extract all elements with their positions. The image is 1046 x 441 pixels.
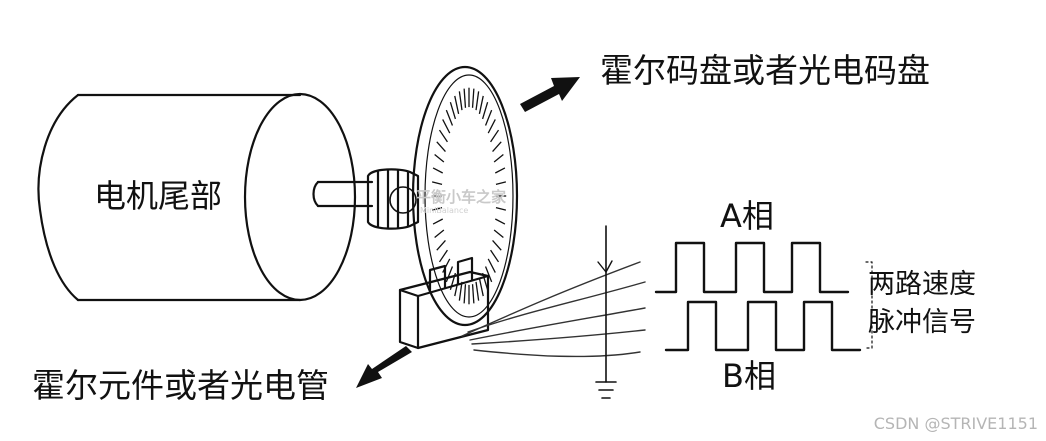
waveform-b xyxy=(664,300,862,352)
disk-slit xyxy=(445,109,454,126)
disk-slit xyxy=(484,266,493,283)
disk-slit xyxy=(434,229,445,238)
disk-slit xyxy=(471,284,475,304)
signal-bracket xyxy=(865,261,873,349)
disk-slit xyxy=(492,141,502,152)
arrow-to-sensor xyxy=(356,346,412,388)
disk-slit xyxy=(442,258,451,273)
disk-slit xyxy=(484,109,493,126)
label-signal-line1: 两路速度 xyxy=(868,269,976,300)
watermark-text: 平衡小车之家 xyxy=(416,188,507,206)
label-signal: 两路速度 脉冲信号 xyxy=(868,266,1018,342)
signal-wires xyxy=(461,261,646,358)
code-disk xyxy=(411,65,519,327)
disk-slit xyxy=(481,102,489,120)
disk-slit xyxy=(463,284,467,304)
wire-tick-arrow xyxy=(597,260,613,273)
disk-slit xyxy=(490,249,500,263)
watermark-sub: MiniBalance xyxy=(420,206,469,215)
motor-body xyxy=(37,92,357,302)
disk-slit xyxy=(463,88,467,108)
disk-slit xyxy=(494,167,506,174)
sensor-housing xyxy=(398,256,490,350)
disk-slit xyxy=(495,181,507,186)
label-phase-b: B相 xyxy=(722,357,776,395)
label-code-disk: 霍尔码盘或者光电码盘 xyxy=(600,51,930,90)
csdn-credit: CSDN @STRIVE1151 xyxy=(873,414,1038,433)
disk-slit xyxy=(478,95,484,114)
waveform-a xyxy=(654,241,850,294)
disk-slit xyxy=(475,281,480,301)
disk-slit xyxy=(481,272,489,290)
disk-slit xyxy=(432,167,444,174)
disk-slit xyxy=(487,119,496,134)
disk-slit xyxy=(432,218,444,225)
motor-shaft xyxy=(312,180,374,208)
disk-slit xyxy=(454,95,460,114)
disk-slit xyxy=(442,119,451,134)
shaft-coupling xyxy=(366,168,420,230)
disk-slit xyxy=(434,154,445,163)
disk-slit xyxy=(492,240,502,251)
disk-slit xyxy=(487,258,496,273)
disk-slit xyxy=(431,206,443,211)
disk-slit xyxy=(475,91,480,111)
label-phase-a: A相 xyxy=(720,197,774,235)
disk-slit xyxy=(445,266,454,283)
disk-slit xyxy=(436,141,446,152)
label-sensor: 霍尔元件或者光电管 xyxy=(32,366,329,405)
label-signal-line2: 脉冲信号 xyxy=(868,307,976,338)
disk-slit xyxy=(438,129,448,143)
disk-slit xyxy=(490,129,500,143)
ground-symbol xyxy=(595,225,617,399)
disk-slit xyxy=(478,278,484,297)
disk-slit xyxy=(494,218,506,225)
disk-slit xyxy=(493,229,504,238)
disk-slits xyxy=(431,87,507,305)
disk-slit xyxy=(458,91,463,111)
disk-slit xyxy=(495,206,507,211)
disk-slit xyxy=(493,154,504,163)
disk-slit xyxy=(458,281,463,301)
disk-slit xyxy=(449,102,457,120)
disk-slit xyxy=(431,181,443,186)
disk-slit xyxy=(454,278,460,297)
disk-slit xyxy=(449,272,457,290)
label-motor-tail: 电机尾部 xyxy=(94,177,223,215)
disk-slit xyxy=(471,88,475,108)
arrow-to-disk xyxy=(520,77,580,112)
disk-slit xyxy=(436,240,446,251)
disk-slit xyxy=(438,249,448,263)
